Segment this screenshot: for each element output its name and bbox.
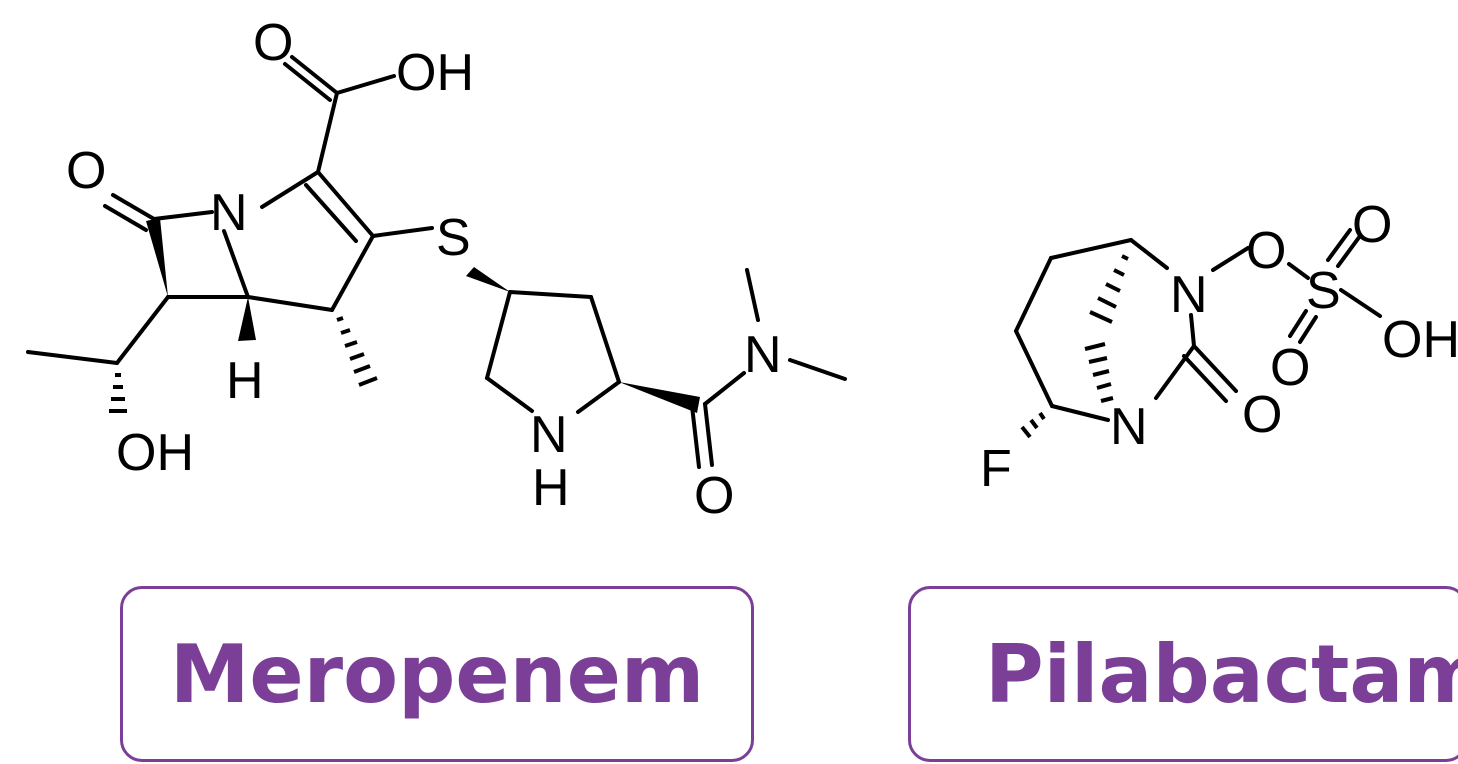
meropenem-atom-o-acid: O <box>253 14 293 72</box>
meropenem-atom-o-lactam: O <box>66 142 106 200</box>
meropenem-structure: O OH O N S H OH N N H O <box>26 14 847 525</box>
pilabactam-atom-f: F <box>980 440 1012 498</box>
pilabactam-atom-n-bottom: N <box>1110 398 1148 456</box>
meropenem-atom-oh-side: OH <box>116 424 194 482</box>
meropenem-atom-s: S <box>436 209 471 267</box>
meropenem-atom-n-ring: N <box>210 184 248 242</box>
meropenem-label-box: Meropenem <box>120 586 754 762</box>
meropenem-atom-n-amide: N <box>744 326 782 384</box>
pilabactam-atom-o-top: O <box>1352 196 1392 254</box>
meropenem-atom-nh-n: N <box>530 406 568 464</box>
meropenem-label: Meropenem <box>169 627 705 721</box>
pilabactam-atom-oh: OH <box>1382 311 1458 369</box>
pilabactam-label-box: Pilabactam <box>908 586 1458 762</box>
pilabactam-atom-o-bottom: O <box>1270 339 1310 397</box>
meropenem-atom-nh-h: H <box>532 459 570 517</box>
pilabactam-atom-o-carbonyl: O <box>1242 386 1282 444</box>
pilabactam-atom-n-top: N <box>1170 266 1208 324</box>
pilabactam-atom-o-link: O <box>1246 222 1286 280</box>
meropenem-atom-o-amide: O <box>694 467 734 525</box>
meropenem-atom-oh-acid: OH <box>396 44 474 102</box>
pilabactam-atom-s: S <box>1306 262 1341 320</box>
pilabactam-structure: N O S O O OH O N F <box>980 196 1458 498</box>
meropenem-atom-h: H <box>226 352 264 410</box>
pilabactam-label: Pilabactam <box>985 627 1458 721</box>
